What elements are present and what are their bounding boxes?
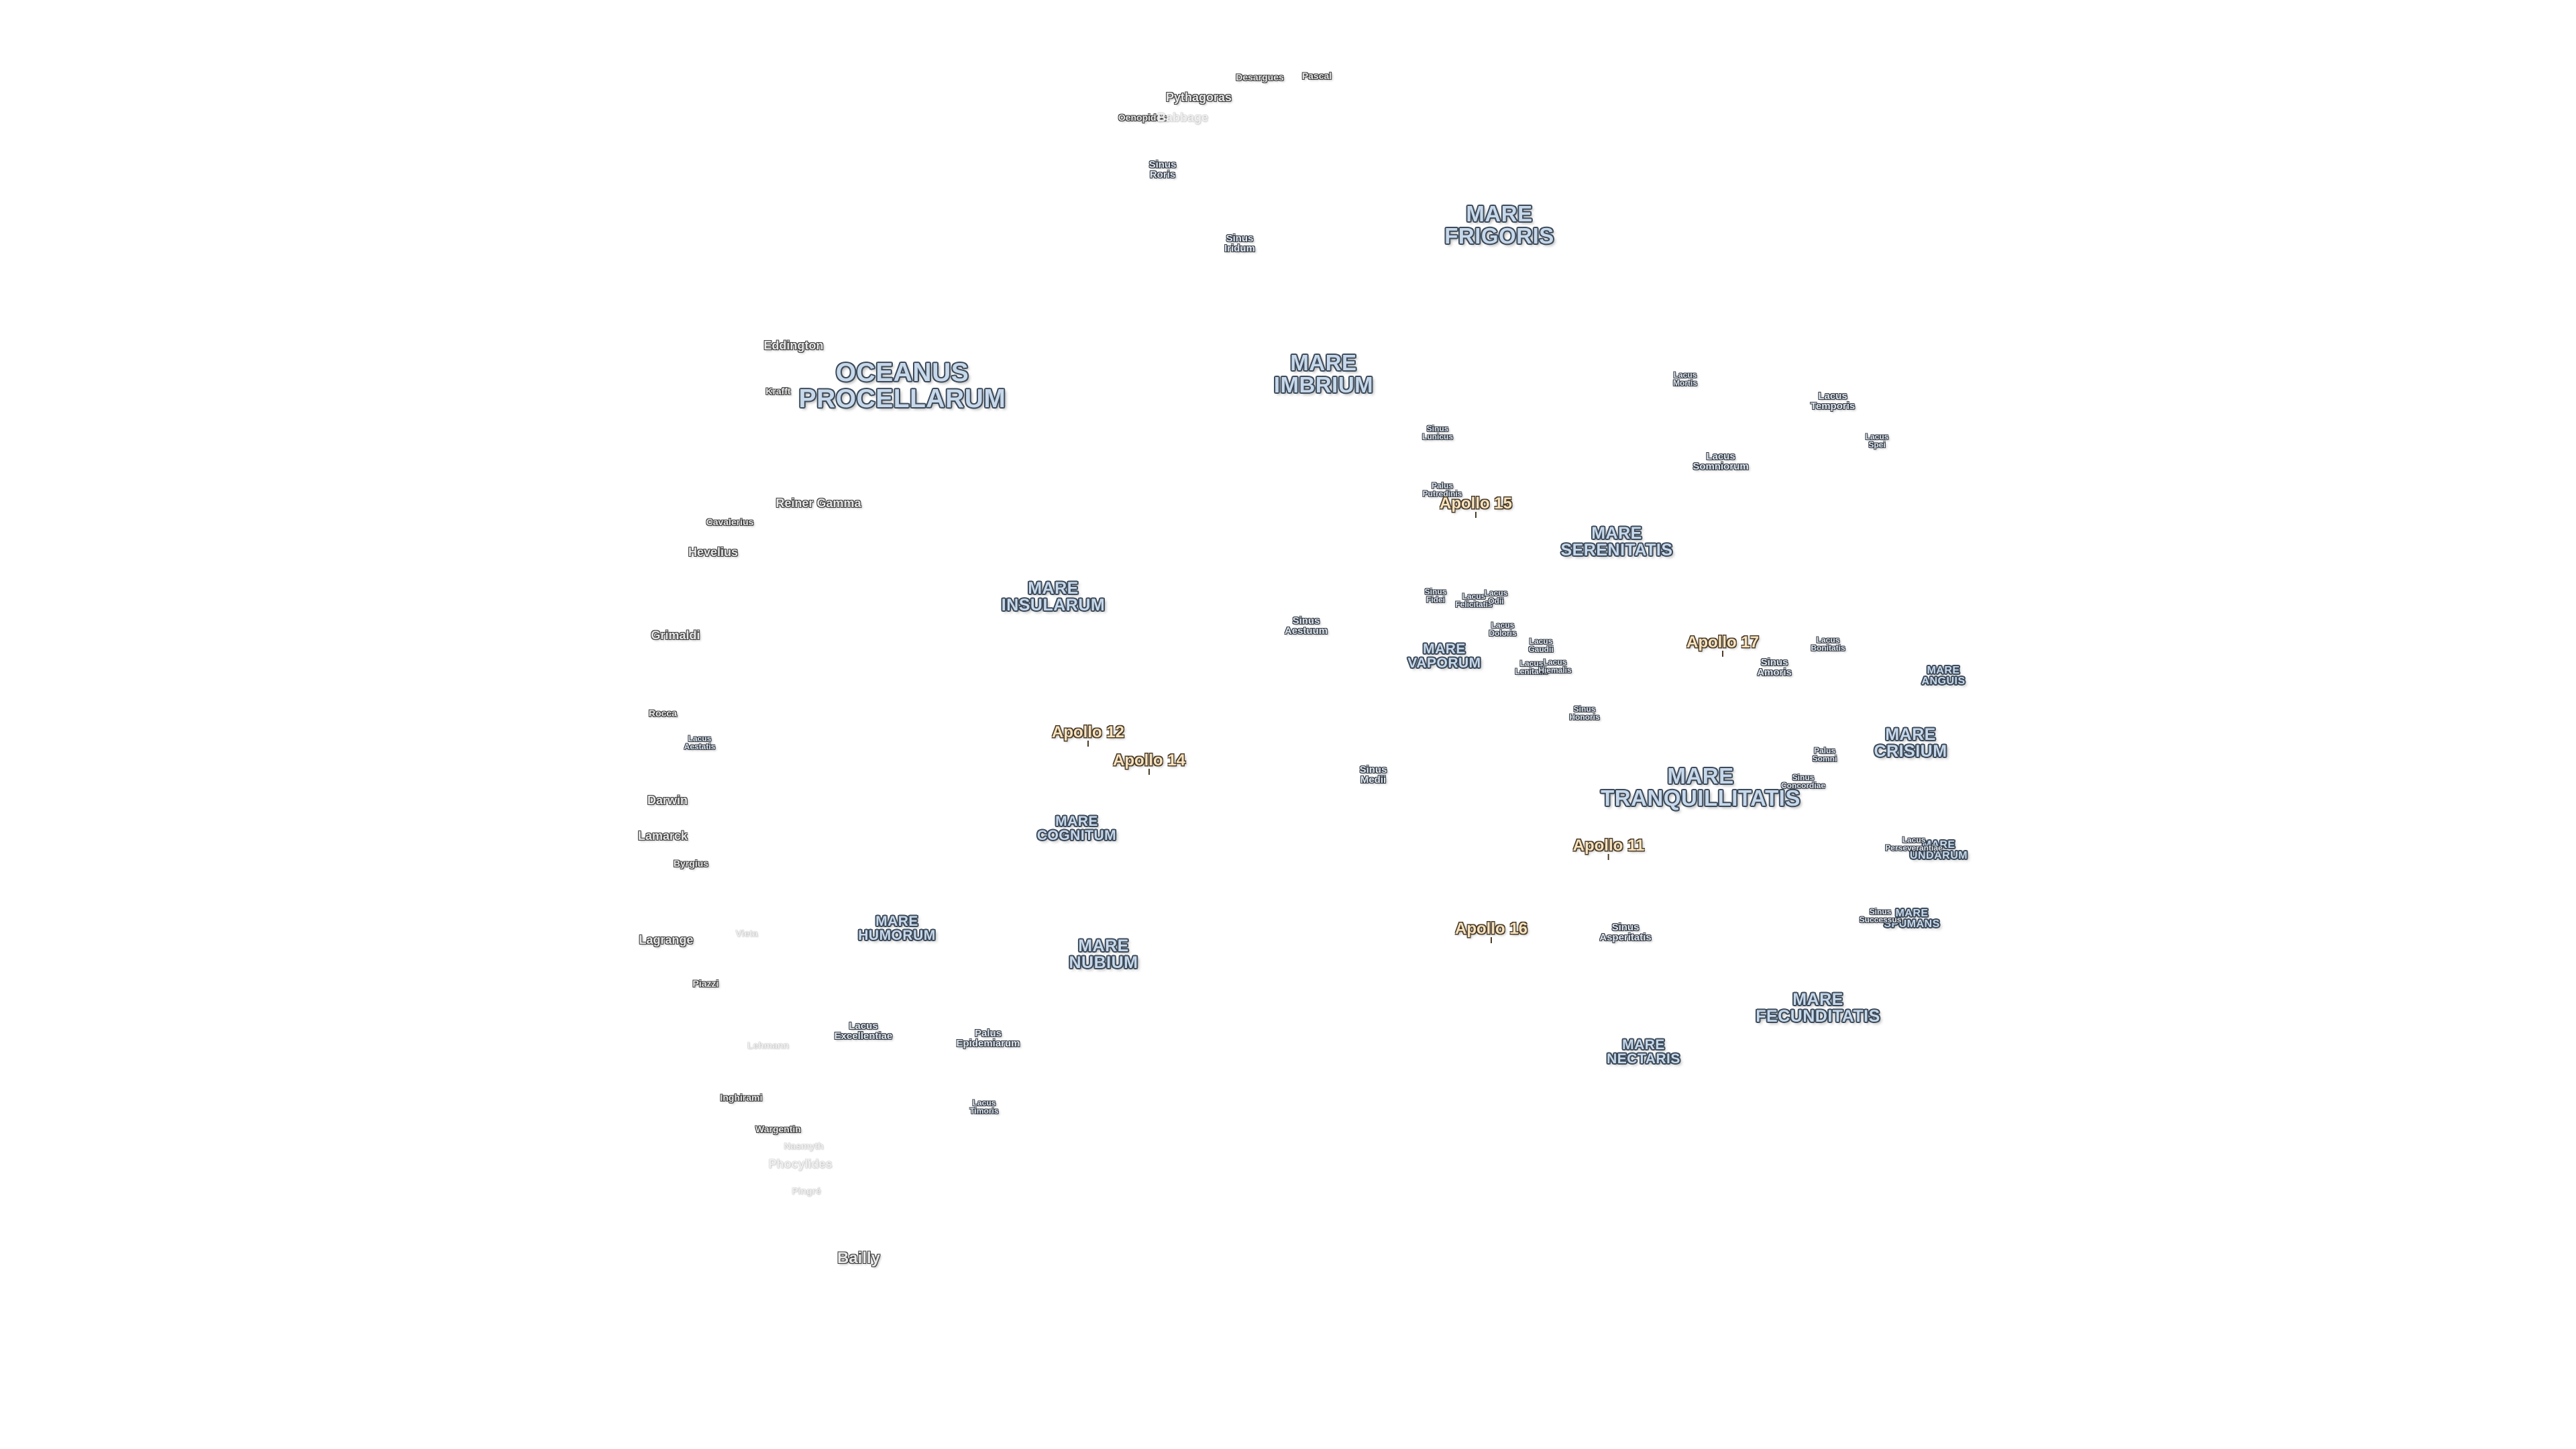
mare-insularum-label: MARE INSULARUM	[1001, 579, 1106, 614]
grimaldi-label: Grimaldi	[651, 629, 700, 642]
byrgius-label: Byrgius	[673, 858, 709, 869]
vieta-label: Vieta	[735, 928, 758, 938]
mare-humorum-label: MARE HUMORUM	[858, 914, 936, 943]
sinus-honoris-label: Sinus Honoris	[1569, 704, 1600, 722]
apollo-14-label: Apollo 14	[1112, 751, 1186, 775]
krafft-label: Krafft	[765, 386, 791, 396]
mare-undarum-label: MARE UNDARUM	[1909, 839, 1968, 861]
sinus-medii-label: Sinus Medii	[1359, 764, 1387, 786]
sinus-lunicus-label: Sinus Lunicus	[1421, 424, 1454, 441]
sinus-aestuum-label: Sinus Aestuum	[1284, 615, 1328, 637]
inghirami-label: Inghirami	[720, 1092, 763, 1103]
rocca-label: Rocca	[648, 708, 678, 718]
cavalerius-label: Cavalerius	[706, 517, 754, 527]
lacus-odii-label: Lacus Odii	[1484, 588, 1508, 606]
lacus-doloris-label: Lacus Doloris	[1489, 621, 1517, 638]
mare-spumans-label: MARE SPUMANS	[1884, 908, 1940, 930]
apollo-12-label: Apollo 12	[1051, 723, 1125, 747]
apollo-17-label: Apollo 17	[1686, 633, 1760, 657]
pythagoras-label: Pythagoras	[1165, 91, 1232, 104]
desargues-label: Desargues	[1236, 72, 1284, 83]
lacus-lenitatis-label: Lacus Lenitatis	[1515, 659, 1548, 676]
sinus-iridum-label: Sinus Iridum	[1224, 233, 1255, 254]
sinus-fidei-label: Sinus Fidei	[1424, 587, 1447, 604]
lacus-temporis-label: Lacus Temporis	[1810, 390, 1856, 412]
mare-tranquillitatis-label: MARE TRANQUILLITATIS	[1601, 763, 1801, 810]
eddington-label: Eddington	[763, 339, 824, 352]
mare-imbrium-label: MARE IMBRIUM	[1273, 350, 1374, 397]
lacus-mortis-label: Lacus Mortis	[1673, 370, 1697, 388]
sinus-asperitatis-label: Sinus Asperitatis	[1599, 922, 1652, 943]
pingre-label: Pingré	[792, 1185, 821, 1196]
lacus-bonitatis-label: Lacus Bonitatis	[1811, 635, 1845, 653]
sinus-roris-label: Sinus Roris	[1148, 159, 1177, 180]
palus-epidemiarum-label: Palus Epidemiarum	[956, 1028, 1020, 1049]
mare-crisium-label: MARE CRISIUM	[1874, 725, 1947, 761]
reiner-gamma-label: Reiner Gamma	[775, 496, 861, 510]
mare-cognitum-label: MARE COGNITUM	[1036, 814, 1117, 843]
apollo-16-label: Apollo 16	[1454, 920, 1528, 943]
oenopides-label: Oenopides	[1118, 112, 1167, 123]
phocylides-label: Phocylides	[768, 1157, 833, 1171]
darwin-label: Darwin	[647, 794, 688, 807]
sinus-successus-label: Sinus Successus	[1859, 907, 1902, 924]
sinus-concordiae-label: Sinus Concordiae	[1780, 773, 1826, 790]
oceanus-procellarum-label: OCEANUS PROCELLARUM	[798, 358, 1006, 413]
mare-nubium-label: MARE NUBIUM	[1069, 936, 1138, 972]
lacus-hiemalis-label: Lacus Hiemalis	[1538, 657, 1572, 675]
mare-serenitatis-label: MARE SERENITATIS	[1560, 524, 1673, 559]
palus-putredinis-label: Palus Putredinis	[1422, 481, 1462, 498]
lacus-gaudii-label: Lacus Gaudii	[1528, 637, 1554, 654]
lacus-somniorum-label: Lacus Somniorum	[1693, 451, 1749, 472]
lacus-spei-label: Lacus Spei	[1865, 432, 1889, 449]
piazzi-label: Piazzi	[692, 978, 719, 989]
apollo-11-label: Apollo 11	[1572, 837, 1645, 860]
babbage-label: Babbage	[1157, 111, 1209, 124]
mare-vaporum-label: MARE VAPORUM	[1407, 641, 1481, 671]
lacus-timoris-label: Lacus Timoris	[969, 1098, 999, 1116]
lamarck-label: Lamarck	[637, 829, 688, 843]
bailly-label: Bailly	[837, 1249, 881, 1267]
sinus-amoris-label: Sinus Amoris	[1757, 657, 1792, 678]
hevelius-label: Hevelius	[688, 545, 739, 559]
lacus-perseverantiae-label: Lacus Perseverantiae	[1885, 835, 1943, 853]
wargentin-label: Wargentin	[755, 1124, 801, 1134]
palus-somni-label: Palus Somni	[1812, 746, 1837, 763]
lacus-aestatis-label: Lacus Aestatis	[684, 734, 716, 751]
lagrange-label: Lagrange	[639, 933, 694, 947]
mare-nectaris-label: MARE NECTARIS	[1607, 1037, 1680, 1067]
apollo-15-label: Apollo 15	[1439, 494, 1513, 518]
nasmyth-label: Nasmyth	[784, 1140, 824, 1151]
pascal-label: Pascal	[1301, 70, 1332, 81]
lacus-excellentiae-label: Lacus Excellentiae	[834, 1020, 893, 1042]
mare-anguis-label: MARE ANGUIS	[1921, 665, 1966, 687]
lacus-felicitatis-label: Lacus Felicitatis	[1455, 592, 1493, 609]
lehmann-label: Lehmann	[747, 1040, 790, 1051]
mare-frigoris-label: MARE FRIGORIS	[1444, 201, 1554, 248]
mare-fecunditatis-label: MARE FECUNDITATIS	[1756, 990, 1880, 1026]
